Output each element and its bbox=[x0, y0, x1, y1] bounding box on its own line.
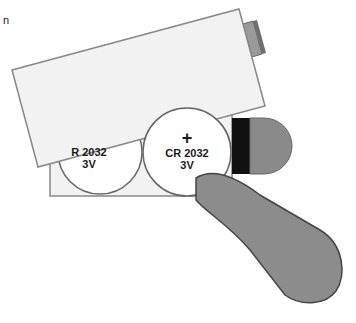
cell-text: 3V bbox=[180, 159, 193, 171]
coin-cell-label: +CR 20323V bbox=[161, 127, 213, 173]
pull-tab bbox=[196, 173, 342, 302]
cell-text: 3V bbox=[82, 158, 95, 170]
cell-text: CR 2032 bbox=[165, 147, 208, 159]
top-cap-edge bbox=[253, 20, 266, 54]
polarity-mark: + bbox=[182, 129, 193, 147]
coin-cell-label: R 20323V bbox=[67, 144, 111, 172]
edge-fragment-text: n bbox=[3, 14, 9, 26]
black-band bbox=[232, 118, 250, 174]
end-dome bbox=[250, 118, 292, 174]
cell-text: R 2032 bbox=[71, 146, 106, 158]
